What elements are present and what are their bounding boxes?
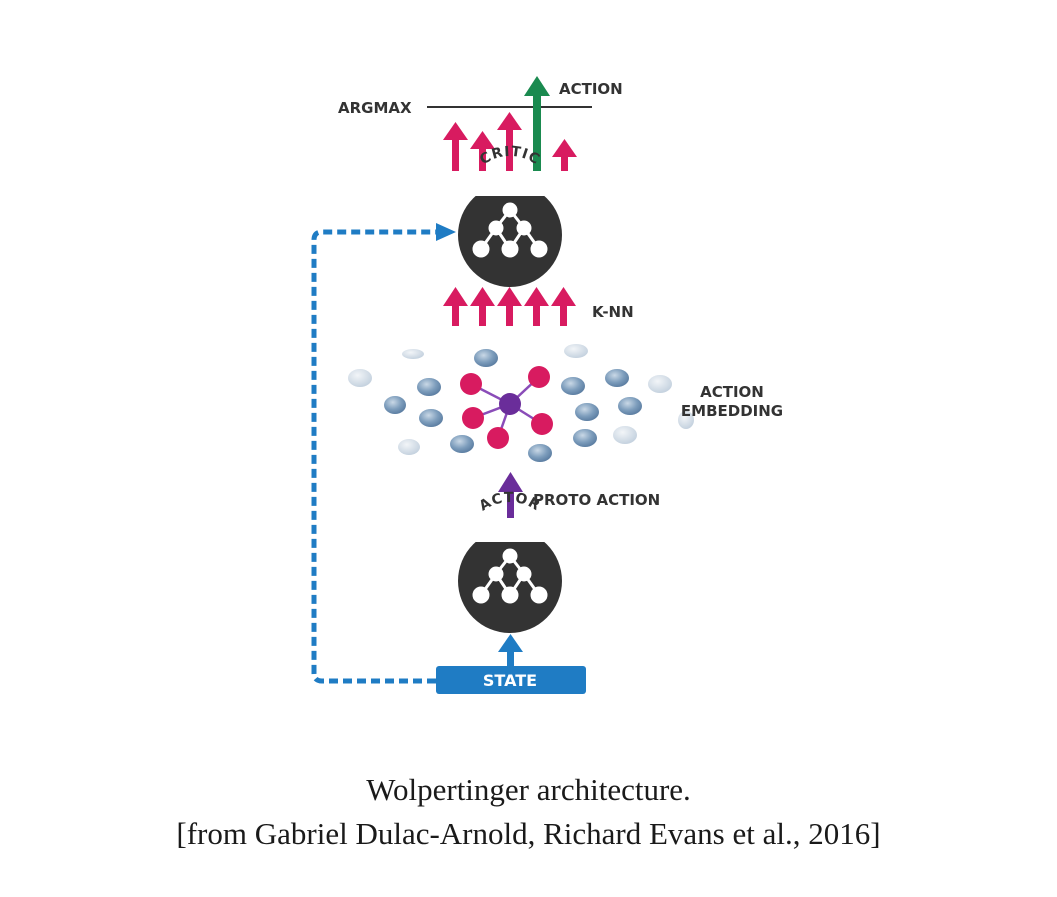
critic-node: CRITIC [458,144,562,287]
embedding-label-line2: EMBEDDING [681,402,783,420]
pink-arrow-up [443,287,468,326]
proto-action-point [499,393,521,415]
pink-arrow-up [470,131,495,171]
pink-arrow-up [497,287,522,326]
pink-arrow-up [551,287,576,326]
knn-label: K-NN [592,303,634,321]
pink-arrow-up [552,139,577,171]
wolpertinger-diagram: ARGMAX ACTION [311,76,783,694]
proto-action-arrow [498,472,523,518]
neural-network-icon [472,202,548,258]
neural-network-icon [472,548,548,604]
pink-arrow-up [470,287,495,326]
state-to-actor-arrow [498,634,523,666]
figure-caption: Wolpertinger architecture. [from Gabriel… [0,768,1057,856]
pink-arrow-up [524,287,549,326]
embedding-points [348,344,694,462]
proto-action-label: PROTO ACTION [533,491,660,509]
state-box: STATE [436,666,586,694]
knn-arrows [443,287,576,326]
actor-node: ACTOR [458,490,562,633]
caption-source: [from Gabriel Dulac-Arnold, Richard Evan… [176,816,881,851]
nearest-neighbor-points [460,366,553,449]
action-label: ACTION [559,80,623,98]
selected-action-arrow [524,76,550,171]
caption-title: Wolpertinger architecture. [366,772,691,807]
action-embedding-cloud [348,344,694,462]
state-label: STATE [483,671,537,690]
critic-output-arrows [443,112,577,171]
argmax-label: ARGMAX [338,99,412,117]
pink-arrow-up [443,122,468,171]
embedding-label-line1: ACTION [700,383,764,401]
pink-arrow-up [497,112,522,171]
state-to-critic-dashed-arrow [311,223,456,684]
